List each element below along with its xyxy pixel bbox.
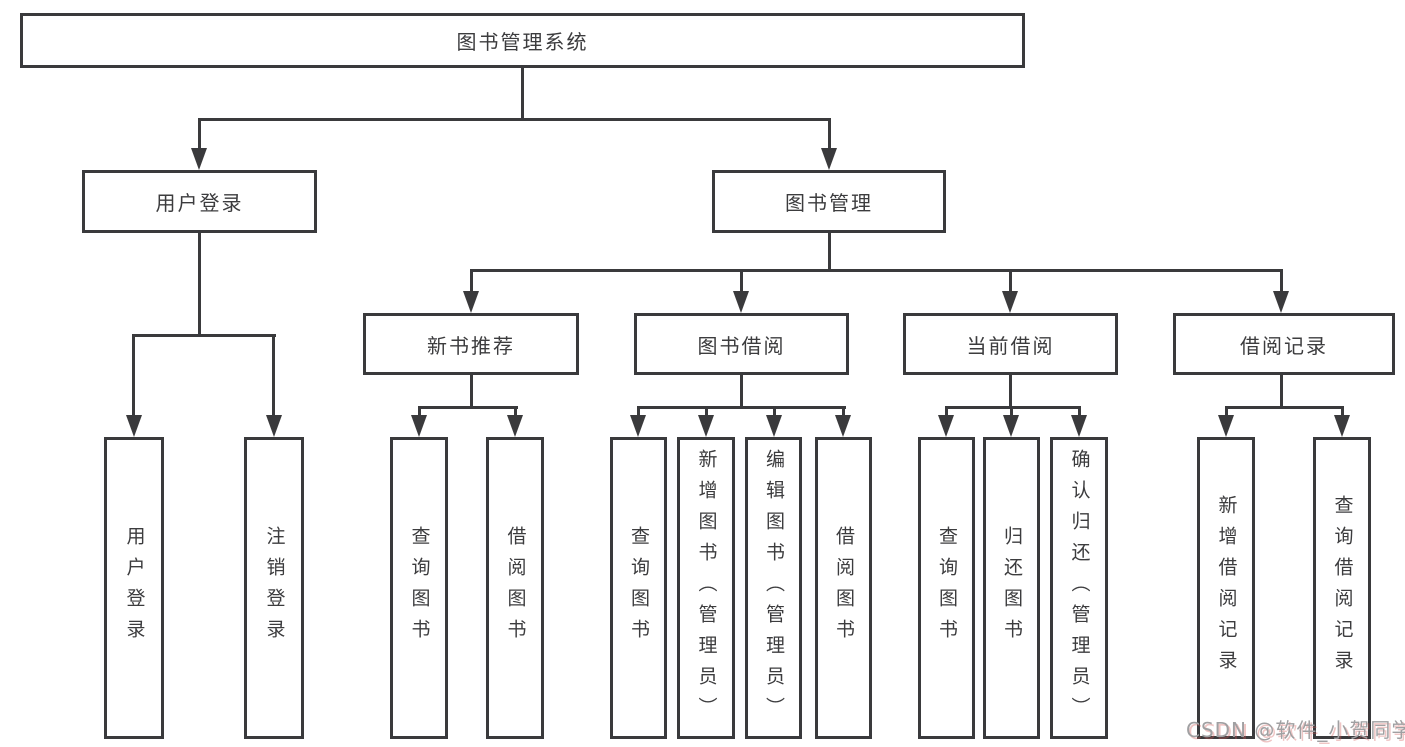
node-new-book-recommend: 新书推荐 — [363, 313, 579, 375]
connector-root-to-user-login — [198, 118, 201, 150]
connector-to-borrow-records — [1280, 269, 1283, 294]
leaf-return-books: 归还图书 — [983, 437, 1040, 739]
arrowhead — [821, 148, 837, 170]
leaf-current-query-books: 查询图书 — [918, 437, 975, 739]
node-library-system-root: 图书管理系统 — [20, 13, 1025, 68]
node-label: 借阅记录 — [1240, 333, 1328, 358]
node-label: 新书推荐 — [427, 333, 515, 358]
node-borrow-records: 借阅记录 — [1173, 313, 1395, 375]
connector-to-user-login-leaf — [132, 334, 135, 419]
connector-leaf-shaft — [773, 406, 776, 418]
arrowhead — [698, 415, 714, 437]
arrowhead — [126, 415, 142, 437]
node-label: 图书管理系统 — [456, 30, 589, 54]
arrowhead — [191, 148, 207, 170]
connector-leaf-shaft — [514, 406, 517, 418]
node-label: 当前借阅 — [966, 333, 1055, 358]
leaf-label: 借阅图书 — [833, 526, 855, 650]
connector-current-borrow-stem — [1009, 373, 1012, 409]
csdn-watermark: CSDN @软件_小贺同学 — [1186, 718, 1405, 742]
leaf-user-login: 用户登录 — [104, 437, 164, 739]
connector-borrow-records-bar — [1225, 406, 1344, 409]
connector-root-bar — [198, 118, 831, 121]
leaf-add-books-admin: 新增图书（管理员） — [677, 437, 735, 739]
connector-to-book-borrow — [740, 269, 743, 294]
connector-leaf-shaft — [637, 406, 640, 418]
node-label: 图书管理 — [785, 191, 873, 215]
leaf-edit-books-admin: 编辑图书（管理员） — [745, 437, 802, 739]
arrowhead — [766, 415, 782, 437]
connector-user-login-stem — [198, 232, 201, 336]
node-current-borrow: 当前借阅 — [903, 313, 1118, 375]
leaf-borrow-query-books: 查询图书 — [610, 437, 667, 739]
connector-book-management-bar — [470, 269, 1282, 272]
connector-leaf-shaft — [945, 406, 948, 418]
connector-leaf-shaft — [1341, 406, 1344, 418]
arrowhead — [507, 415, 523, 437]
connector-book-management-stem — [828, 232, 831, 272]
arrowhead — [938, 415, 954, 437]
leaf-label: 注销登录 — [263, 526, 286, 650]
leaf-label: 确认归还（管理员） — [1068, 448, 1091, 728]
leaf-label: 归还图书 — [1001, 526, 1023, 650]
arrowhead — [1218, 415, 1234, 437]
connector-book-borrow-bar — [637, 406, 846, 409]
connector-to-current-borrow — [1009, 269, 1012, 294]
leaf-confirm-return-admin: 确认归还（管理员） — [1050, 437, 1108, 739]
leaf-label: 借阅图书 — [504, 526, 527, 650]
arrowhead — [1002, 291, 1018, 313]
node-label: 用户登录 — [155, 191, 244, 215]
leaf-recommend-borrow-books: 借阅图书 — [486, 437, 544, 739]
arrowhead — [630, 415, 646, 437]
arrowhead — [411, 415, 427, 437]
connector-root-to-book-management — [828, 118, 831, 150]
node-book-borrow: 图书借阅 — [634, 313, 849, 375]
leaf-query-borrow-record: 查询借阅记录 — [1313, 437, 1371, 739]
leaf-logout: 注销登录 — [244, 437, 304, 739]
leaf-label: 新增借阅记录 — [1215, 495, 1238, 681]
arrowhead — [266, 415, 282, 437]
connector-to-logout-leaf — [272, 334, 275, 419]
connector-book-borrow-stem — [740, 373, 743, 409]
connector-leaf-shaft — [1225, 406, 1228, 418]
leaf-recommend-query-books: 查询图书 — [390, 437, 448, 739]
connector-leaf-shaft — [418, 406, 421, 418]
connector-leaf-shaft — [842, 406, 845, 418]
arrowhead — [1273, 291, 1289, 313]
connector-to-new-book-recommend — [470, 269, 473, 294]
connector-borrow-records-stem — [1280, 373, 1283, 409]
node-user-login: 用户登录 — [82, 170, 317, 233]
leaf-label: 用户登录 — [123, 526, 146, 650]
connector-leaf-shaft — [705, 406, 708, 418]
leaf-label: 查询图书 — [628, 526, 650, 650]
arrowhead — [1071, 415, 1087, 437]
arrowhead — [1003, 415, 1019, 437]
connector-new-book-stem — [470, 373, 473, 409]
leaf-label: 新增图书（管理员） — [695, 448, 718, 728]
leaf-label: 查询图书 — [936, 526, 958, 650]
connector-leaf-shaft — [1078, 406, 1081, 418]
arrowhead — [835, 415, 851, 437]
connector-current-borrow-bar — [945, 406, 1081, 409]
leaf-label: 编辑图书（管理员） — [763, 448, 785, 728]
connector-root-stem — [521, 68, 524, 119]
leaf-add-borrow-record: 新增借阅记录 — [1197, 437, 1255, 739]
connector-leaf-shaft — [1010, 406, 1013, 418]
arrowhead — [1334, 415, 1350, 437]
node-label: 图书借阅 — [697, 333, 786, 358]
node-book-management: 图书管理 — [712, 170, 946, 233]
leaf-borrow-books: 借阅图书 — [815, 437, 872, 739]
leaf-label: 查询图书 — [408, 526, 431, 650]
connector-user-login-bar — [132, 334, 276, 337]
leaf-label: 查询借阅记录 — [1331, 495, 1354, 681]
arrowhead — [733, 291, 749, 313]
connector-new-book-bar — [418, 406, 518, 409]
arrowhead — [463, 291, 479, 313]
